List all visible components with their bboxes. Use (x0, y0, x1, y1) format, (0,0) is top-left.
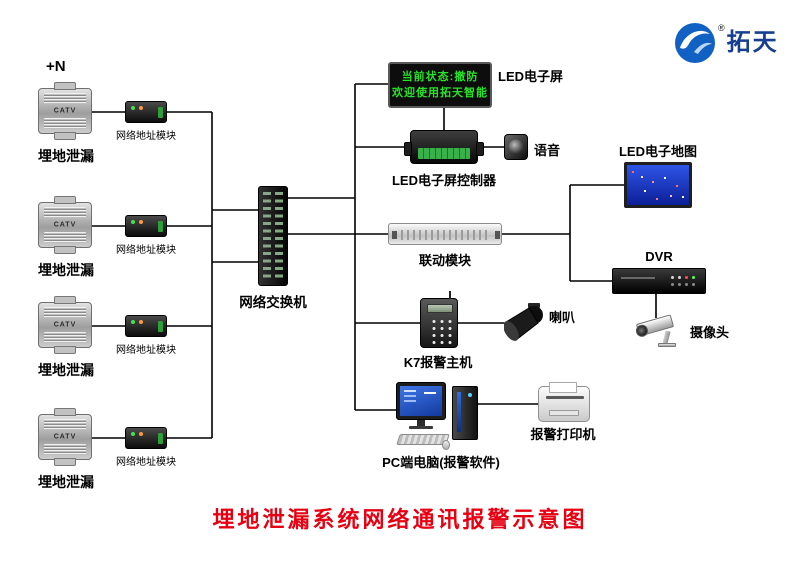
network-address-module-3 (125, 315, 167, 337)
detector-fins (44, 118, 86, 129)
k7-alarm-host-label: K7报警主机 (403, 355, 473, 370)
pc-monitor (396, 382, 446, 420)
detector-fins (44, 419, 86, 430)
alarm-printer-label: 报警打印机 (530, 427, 596, 442)
network-address-module-1 (125, 101, 167, 123)
catv-label: CATV (53, 221, 77, 229)
detector-fins (44, 232, 86, 243)
brand-logo-icon (675, 23, 715, 63)
terminal-block (418, 148, 470, 159)
detector-fins (44, 307, 86, 318)
pc-monitor-screen (400, 386, 442, 416)
detector-fins (44, 93, 86, 104)
network-address-module-4 (125, 427, 167, 449)
horn-speaker (503, 302, 546, 342)
registered-mark: ® (718, 23, 725, 33)
horn-icon (503, 303, 543, 341)
alarm-printer (538, 382, 590, 422)
camera-label: 摄像头 (690, 325, 730, 340)
switch-port-column (275, 192, 283, 280)
detector-fins (44, 207, 86, 218)
leak-detector-2-label: 埋地泄漏 (38, 262, 94, 278)
k7-keypad (428, 317, 452, 344)
brand-logo: ® 拓天 (674, 22, 779, 64)
leak-detector-1: CATV (38, 88, 92, 134)
leak-detector-1-label: 埋地泄漏 (38, 148, 94, 164)
network-address-module-3-label: 网络地址模块 (116, 345, 176, 356)
led-controller (404, 130, 484, 164)
network-address-module-2-label: 网络地址模块 (116, 245, 176, 256)
led-controller-label: LED电子屏控制器 (391, 173, 496, 188)
plus-n-annotation: +N (46, 58, 66, 75)
leak-detector-2: CATV (38, 202, 92, 248)
network-address-module-1-label: 网络地址模块 (116, 131, 176, 142)
led-display: 当前状态:撤防 欢迎使用拓天智能 (388, 62, 492, 108)
voice-speaker (504, 134, 528, 160)
dvr (612, 268, 706, 294)
printer-tray (549, 410, 579, 416)
network-address-module-4-label: 网络地址模块 (116, 457, 176, 468)
led-display-label: LED电子屏 (498, 69, 564, 84)
linkage-module (388, 223, 502, 245)
pc-label: PC端电脑(报警软件) (382, 455, 500, 470)
pc-workstation (396, 382, 486, 450)
dvr-label: DVR (645, 249, 673, 264)
leak-detector-3: CATV (38, 302, 92, 348)
leak-detector-3-label: 埋地泄漏 (38, 362, 94, 378)
led-display-line2: 欢迎使用拓天智能 (392, 87, 488, 99)
detector-fins (44, 444, 86, 455)
detector-fins (44, 332, 86, 343)
horn-label: 喇叭 (549, 310, 576, 325)
camera-base (658, 343, 676, 347)
brand-name: 拓天 (726, 29, 779, 56)
led-map-label: LED电子地图 (618, 144, 697, 159)
linkage-module-label: 联动模块 (418, 253, 471, 268)
network-address-module-2 (125, 215, 167, 237)
network-switch (258, 186, 288, 286)
catv-label: CATV (53, 433, 77, 441)
leak-detector-4-label: 埋地泄漏 (38, 474, 94, 490)
pc-monitor-stand (417, 420, 425, 426)
network-switch-label: 网络交换机 (239, 295, 307, 310)
pc-monitor-base (409, 426, 433, 429)
diagram-title: 埋地泄漏系统网络通讯报警示意图 (212, 507, 588, 532)
led-display-line1: 当前状态:撤防 (401, 71, 479, 83)
catv-label: CATV (53, 107, 77, 115)
k7-alarm-host (420, 291, 458, 348)
map-dots (632, 171, 634, 173)
switch-port-column (263, 192, 271, 280)
leak-detector-4: CATV (38, 414, 92, 460)
pc-mouse (442, 440, 450, 450)
cctv-camera (635, 312, 688, 354)
catv-label: CATV (53, 321, 77, 329)
k7-screen (427, 304, 453, 313)
voice-label: 语音 (534, 143, 561, 158)
pc-tower (452, 386, 478, 440)
led-electronic-map (624, 162, 692, 208)
